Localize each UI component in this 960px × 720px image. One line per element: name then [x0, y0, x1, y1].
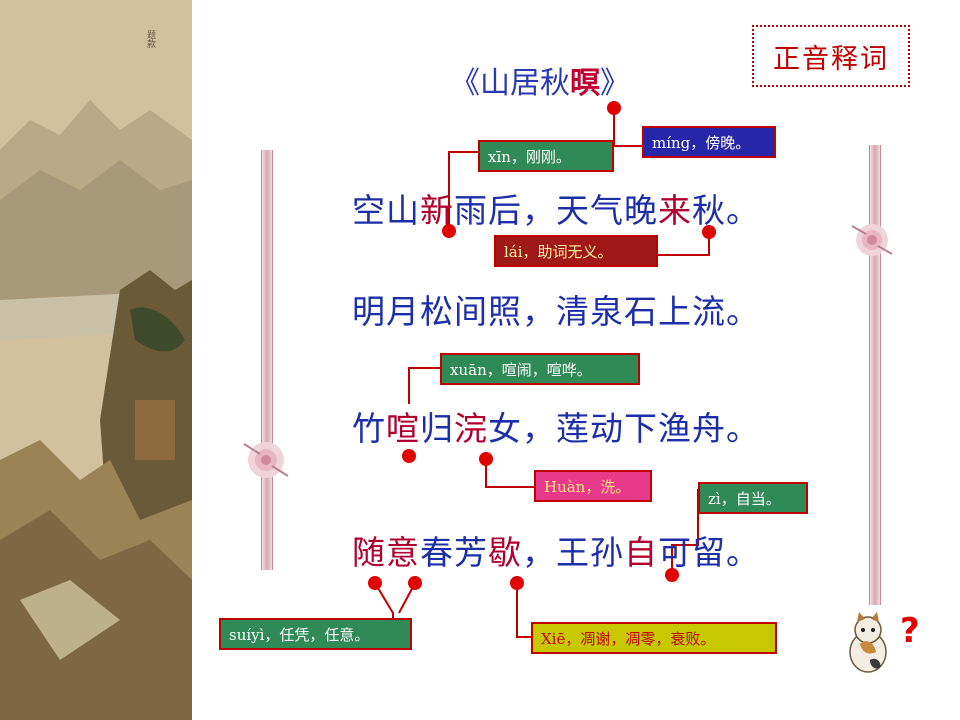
landscape-painting: 题款: [0, 0, 192, 720]
rose-decoration-right: [851, 224, 893, 256]
section-badge: 正音释词: [752, 25, 910, 87]
right-pole: [869, 145, 881, 605]
title-suffix: 》: [600, 66, 630, 101]
cat-help-icon[interactable]: ?: [840, 608, 920, 678]
note-huan: Huàn，洗。: [534, 470, 652, 502]
key-char-xin: 新: [420, 191, 454, 230]
marker-dot: [665, 568, 679, 582]
marker-dot: [368, 576, 382, 590]
key-char-suiyi: 随意: [352, 533, 420, 572]
note-xuan: xuān，喧闹，喧哗。: [440, 353, 640, 385]
marker-dot: [442, 224, 456, 238]
key-char-xuan: 喧: [386, 409, 420, 448]
note-zi: zì，自当。: [698, 482, 808, 514]
key-char-xie: 歇: [488, 533, 522, 572]
note-ming: míng，傍晚。: [642, 126, 776, 158]
poem-line-4: 随意春芳歇，王孙自可留。: [352, 533, 760, 572]
title-key-char: 暝: [570, 66, 600, 101]
marker-dot: [479, 452, 493, 466]
note-xie: Xiē，凋谢，凋零，衰败。: [531, 622, 777, 654]
poem-line-1: 空山新雨后，天气晚来秋。: [352, 191, 760, 230]
key-char-lai: 来: [658, 191, 692, 230]
svg-text:?: ?: [900, 611, 920, 651]
note-xin: xīn，刚刚。: [478, 140, 614, 172]
rose-decoration-left: [243, 442, 289, 478]
svg-text:题款: 题款: [145, 30, 156, 49]
marker-dot: [408, 576, 422, 590]
title-prefix: 《山居秋: [450, 66, 570, 101]
marker-dot: [702, 225, 716, 239]
key-char-zi: 自: [624, 533, 658, 572]
poem-line-3: 竹喧归浣女，莲动下渔舟。: [352, 409, 760, 448]
note-suiyi: suíyì，任凭，任意。: [219, 618, 412, 650]
marker-dot: [607, 101, 621, 115]
note-lai: lái，助词无义。: [494, 235, 658, 267]
marker-dot: [402, 449, 416, 463]
poem-line-2: 明月松间照，清泉石上流。: [352, 292, 760, 331]
marker-dot: [510, 576, 524, 590]
key-char-huan: 浣: [454, 409, 488, 448]
poem-title: 《山居秋暝》: [450, 58, 630, 102]
